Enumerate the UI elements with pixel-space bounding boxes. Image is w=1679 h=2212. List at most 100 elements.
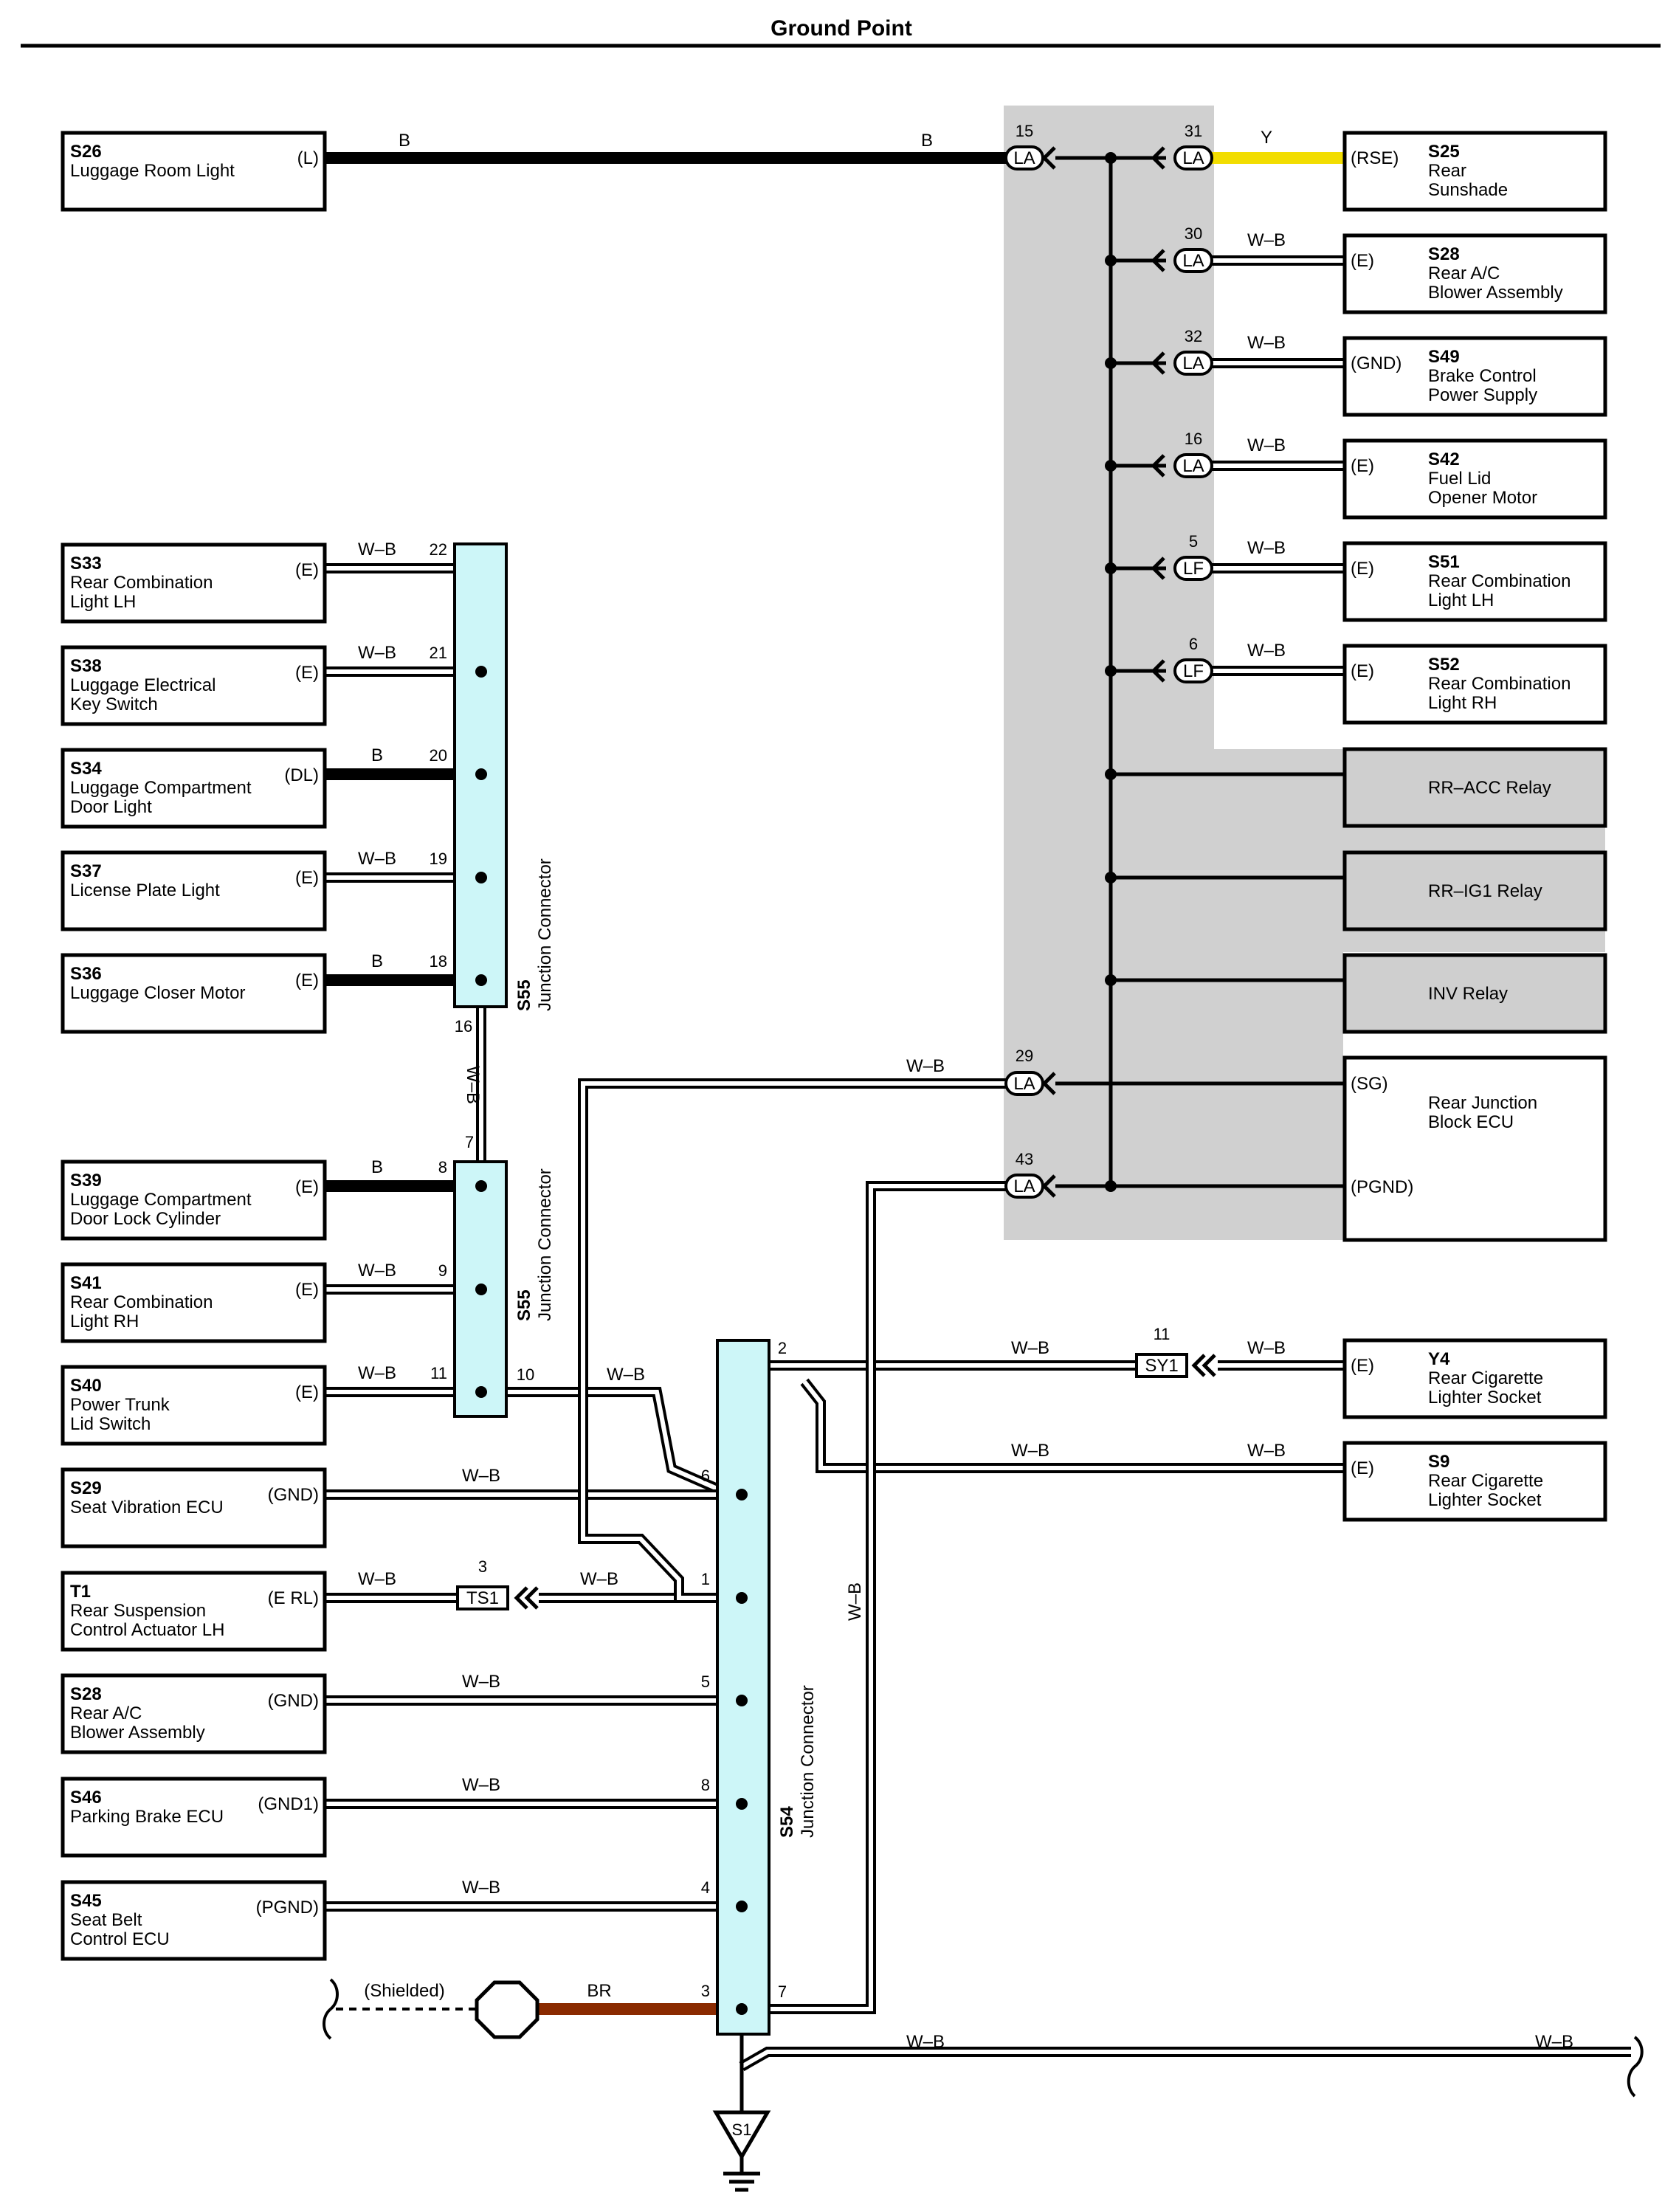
component-box bbox=[61, 1880, 327, 1961]
component-box bbox=[1342, 131, 1607, 212]
component-code: S51 bbox=[1428, 552, 1460, 572]
relay-box bbox=[1342, 747, 1607, 828]
wire-color-label: BR bbox=[587, 1981, 611, 2001]
component-pin: (E) bbox=[1351, 251, 1374, 271]
component-name: Lighter Socket bbox=[1428, 1388, 1542, 1408]
component-name: Door Light bbox=[70, 797, 152, 817]
component-pin: (E) bbox=[295, 560, 319, 580]
component-code: S46 bbox=[70, 1788, 102, 1808]
jc-splice bbox=[475, 1180, 487, 1192]
ecu-pin-pgnd: (PGND) bbox=[1351, 1177, 1413, 1197]
component-name: Luggage Compartment bbox=[70, 778, 252, 798]
wire-color-label: W–B bbox=[1247, 1441, 1286, 1461]
relay-label: INV Relay bbox=[1428, 984, 1508, 1004]
component-name: Luggage Closer Motor bbox=[70, 983, 245, 1003]
connector-ts1: TS1 bbox=[456, 1585, 509, 1610]
pin-number: 3 bbox=[478, 1557, 487, 1576]
component-name: Brake Control bbox=[1428, 366, 1537, 386]
component-pin: (E) bbox=[295, 971, 319, 990]
wire-color-label: W–B bbox=[462, 1775, 500, 1795]
arrow bbox=[1041, 1072, 1056, 1095]
jc-splice bbox=[736, 1798, 748, 1810]
component-code: S29 bbox=[70, 1478, 102, 1498]
component-pin: (E) bbox=[1351, 1356, 1374, 1376]
component-name: License Plate Light bbox=[70, 881, 220, 900]
bus-splice bbox=[1105, 1180, 1117, 1192]
bus-splice bbox=[1105, 872, 1117, 883]
wire-color-label: W–B bbox=[1247, 230, 1286, 250]
bus-splice bbox=[1105, 460, 1117, 472]
shaded-area bbox=[1004, 106, 1605, 1240]
arrow bbox=[514, 1586, 539, 1610]
component-box bbox=[61, 1777, 327, 1858]
connector-lf5: LF bbox=[1173, 556, 1213, 581]
ecu-name: Rear Junction bbox=[1428, 1093, 1537, 1113]
connector-id: LA bbox=[1182, 354, 1204, 373]
component-code: S37 bbox=[70, 861, 102, 881]
arrow bbox=[1151, 146, 1165, 170]
connector-la15: LA bbox=[1004, 145, 1044, 170]
connector-la43: LA bbox=[1004, 1174, 1044, 1199]
wire-color-label: W–B bbox=[462, 1672, 500, 1692]
wire-color-label: W–B bbox=[607, 1365, 645, 1385]
wire-color-label: W–B bbox=[1535, 2032, 1573, 2052]
pin-number: 7 bbox=[778, 1982, 787, 2001]
connector-la31: LA bbox=[1173, 145, 1213, 170]
component-name: Rear Combination bbox=[1428, 571, 1571, 591]
connector-id: LA bbox=[1013, 1074, 1035, 1094]
junction-name: Junction Connector bbox=[798, 1685, 818, 1838]
ground-triangle bbox=[712, 2110, 771, 2160]
connector-id: LF bbox=[1183, 661, 1204, 681]
relay-0: RR–ACC Relay bbox=[1342, 747, 1607, 828]
pin-number: 32 bbox=[1185, 327, 1202, 345]
component-box bbox=[61, 645, 327, 726]
pin-number: 5 bbox=[1189, 532, 1198, 551]
pin-number: 20 bbox=[430, 746, 447, 765]
wire-color-label: W–B bbox=[358, 1569, 396, 1589]
pin-number: 8 bbox=[701, 1776, 710, 1794]
arrow bbox=[1041, 146, 1056, 170]
jc-splice bbox=[736, 2003, 748, 2015]
connector-id: TS1 bbox=[466, 1588, 499, 1608]
component-name: Rear A/C bbox=[70, 1703, 142, 1723]
wire-color-label: W–B bbox=[1247, 641, 1286, 661]
component-name: Rear Combination bbox=[70, 573, 213, 593]
component-box bbox=[1342, 541, 1607, 622]
bus-splice bbox=[1105, 357, 1117, 369]
shielded-label: (Shielded) bbox=[364, 1981, 444, 2001]
component-name: Light LH bbox=[70, 592, 136, 612]
connector-id: LA bbox=[1013, 1176, 1035, 1196]
connector-id: SY1 bbox=[1145, 1356, 1178, 1376]
component-box bbox=[1342, 644, 1607, 725]
pin-number: 2 bbox=[778, 1339, 787, 1357]
component-name: Rear Cigarette bbox=[1428, 1471, 1543, 1491]
component-name: Rear bbox=[1428, 161, 1466, 181]
component-code: S45 bbox=[70, 1891, 102, 1911]
component-name: Control Actuator LH bbox=[70, 1620, 224, 1640]
component-box bbox=[61, 1673, 327, 1754]
component-name: Luggage Electrical bbox=[70, 675, 216, 695]
jc-splice bbox=[736, 1489, 748, 1500]
connector-lf6: LF bbox=[1173, 658, 1213, 683]
bus-splice bbox=[1105, 768, 1117, 780]
pin-number: 22 bbox=[430, 540, 447, 559]
connector-sy1: SY1 bbox=[1135, 1353, 1188, 1378]
component-code: S25 bbox=[1428, 142, 1460, 162]
jc-splice bbox=[736, 1901, 748, 1912]
ecu-box bbox=[1342, 1055, 1607, 1242]
connector-la32: LA bbox=[1173, 351, 1213, 376]
pin-number: 11 bbox=[1154, 1325, 1171, 1343]
pin-number: 19 bbox=[430, 850, 447, 868]
component-pin: (E) bbox=[1351, 1458, 1374, 1478]
component-name: Blower Assembly bbox=[1428, 283, 1563, 303]
component-box bbox=[1342, 1441, 1607, 1522]
component-code: S28 bbox=[1428, 244, 1460, 264]
